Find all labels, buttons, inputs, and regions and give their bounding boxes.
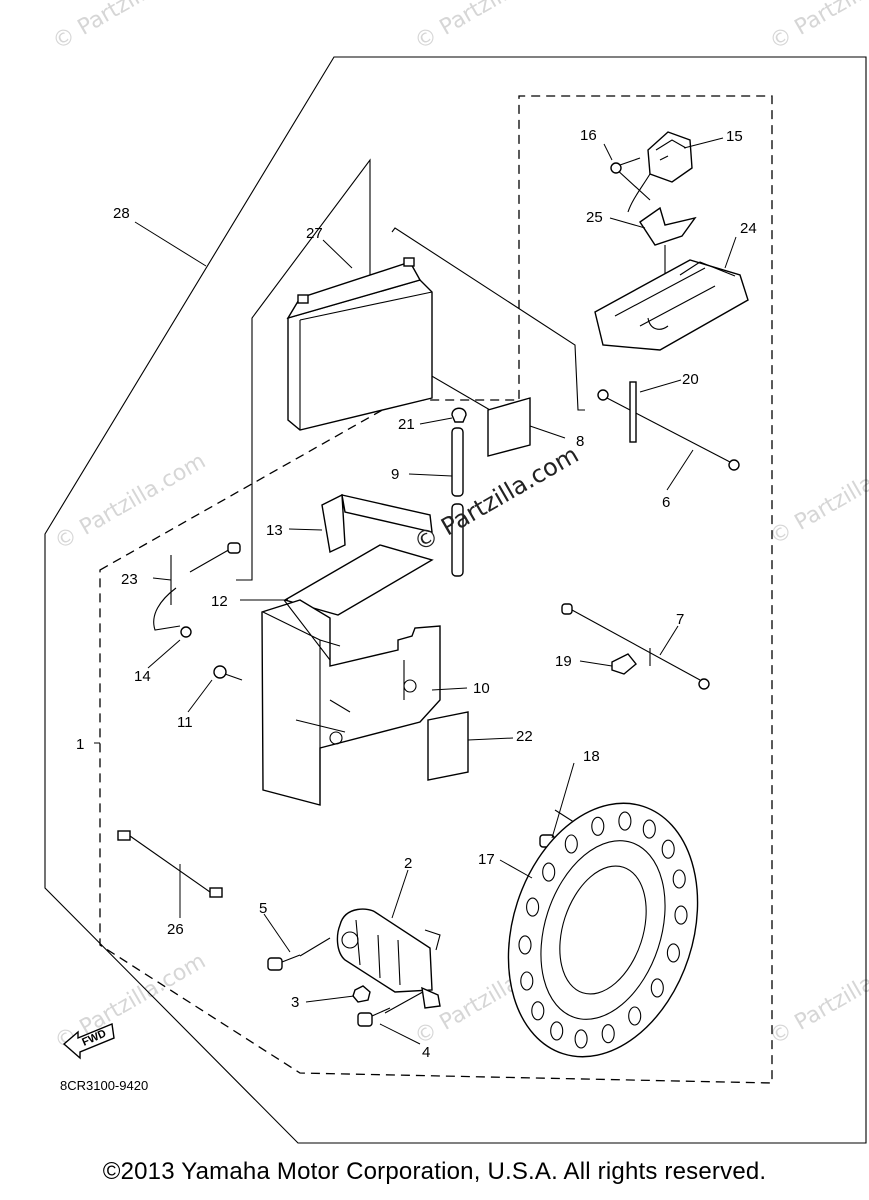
disc-hole [526, 897, 540, 917]
callout-12: 12 [211, 593, 228, 610]
callout-2: 2 [404, 855, 412, 872]
callout-21: 21 [398, 416, 415, 433]
breather-tube [451, 427, 464, 497]
battery-cable [597, 381, 740, 471]
disc-hole [601, 1024, 615, 1044]
disc-hole [618, 811, 632, 831]
battery-band [321, 493, 433, 554]
disc-hole [531, 1001, 545, 1021]
disc-hole [666, 943, 680, 963]
disc-hole [591, 816, 605, 836]
disc-hole [661, 839, 675, 859]
disc-hole [542, 862, 556, 882]
disc-hole [650, 978, 664, 998]
copyright-notice: ©2013 Yamaha Motor Corporation, U.S.A. A… [102, 1158, 767, 1185]
callout-5: 5 [259, 900, 267, 917]
flange-bolt [357, 1007, 391, 1027]
disc-hole [672, 869, 686, 889]
disc-hole [564, 834, 578, 854]
starter-motor [336, 908, 441, 1009]
callout-10: 10 [473, 680, 490, 697]
watermark: © Partzilla [411, 0, 524, 55]
callout-7: 7 [676, 611, 684, 628]
callout-22: 22 [516, 728, 533, 745]
center-watermark: © Partzilla.com [409, 440, 583, 557]
assembly-line [391, 227, 585, 411]
callout-16: 16 [580, 127, 597, 144]
battery [286, 257, 433, 431]
callout-25: 25 [586, 209, 603, 226]
callout-13: 13 [266, 522, 283, 539]
breather-tube-lower [451, 503, 464, 577]
relay-bracket [639, 206, 697, 246]
watermark: © Partzilla.com [51, 449, 211, 556]
nut [352, 985, 371, 1003]
disc-hole [674, 905, 688, 925]
mounting-bolt [267, 954, 301, 971]
callout-23: 23 [121, 571, 138, 588]
leader-lines [94, 137, 737, 1045]
disc-hole [520, 971, 534, 991]
ground-cable [153, 542, 241, 638]
rotor-disc [507, 802, 699, 1058]
screw [610, 157, 641, 174]
diagram-ref-code: 8CR3100-9420 [60, 1078, 148, 1093]
battery-pad [487, 397, 531, 457]
callout-14: 14 [134, 668, 151, 685]
wire-lead [117, 830, 223, 898]
box-plate [427, 711, 469, 781]
callout-4: 4 [422, 1044, 430, 1061]
callout-8: 8 [576, 433, 584, 450]
watermark: © Partzilla [766, 971, 869, 1051]
assembly-line [299, 937, 331, 957]
assembly-line [236, 158, 371, 581]
starter-relay [627, 131, 693, 213]
watermark: © Partzilla [49, 0, 162, 55]
insulator-sheet [283, 544, 434, 616]
battery-cover [594, 259, 749, 351]
kit-outline [44, 56, 867, 1144]
disc-hole [628, 1006, 642, 1026]
callout-11: 11 [177, 714, 193, 731]
callout-18: 18 [583, 748, 600, 765]
battery-box [261, 599, 441, 806]
callout-26: 26 [167, 921, 184, 938]
callout-15: 15 [726, 128, 743, 145]
callout-20: 20 [682, 371, 699, 388]
disc-hole [518, 935, 532, 955]
callout-17: 17 [478, 851, 495, 868]
callouts: 1 2 3 4 5 6 7 8 9 10 11 12 13 14 15 16 1… [76, 127, 757, 1061]
assembly-line [614, 167, 651, 201]
clamp [451, 407, 467, 423]
callout-1: 1 [76, 736, 84, 753]
callout-19: 19 [555, 653, 572, 670]
group-outline [99, 95, 773, 1084]
callout-24: 24 [740, 220, 757, 237]
callout-9: 9 [391, 466, 399, 483]
watermark: © Partzilla [766, 471, 869, 551]
callout-27: 27 [306, 225, 323, 242]
bolt [213, 665, 243, 681]
callout-3: 3 [291, 994, 299, 1011]
disc-hole [642, 819, 656, 839]
disc-hole [574, 1029, 588, 1049]
callout-28: 28 [113, 205, 130, 222]
callout-6: 6 [662, 494, 670, 511]
starter-cable [561, 603, 710, 690]
watermark: © Partzilla [766, 0, 869, 55]
cable-holder [611, 653, 637, 675]
disc-hole [550, 1021, 564, 1041]
